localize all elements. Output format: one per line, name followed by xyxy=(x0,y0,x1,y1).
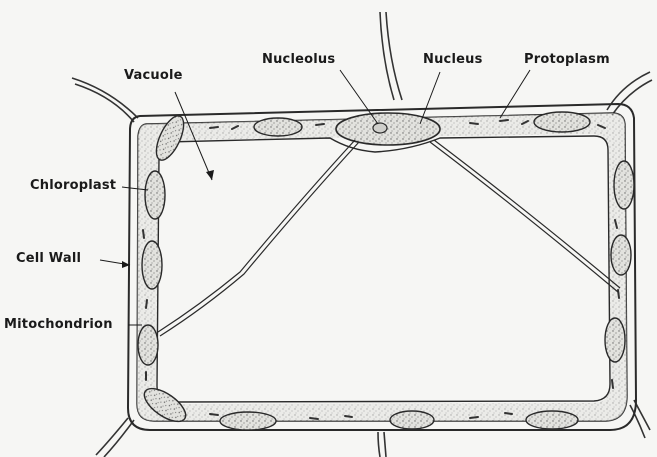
chloroplast xyxy=(220,412,276,430)
protoplasm-leader xyxy=(500,70,530,118)
label-cell-wall: Cell Wall xyxy=(16,251,81,266)
chloroplast xyxy=(614,161,634,209)
nucleus xyxy=(336,113,440,145)
label-vacuole: Vacuole xyxy=(124,68,183,83)
label-protoplasm: Protoplasm xyxy=(524,52,610,67)
chloroplast xyxy=(254,118,302,136)
nucleolus xyxy=(373,123,387,133)
chloroplast xyxy=(534,112,590,132)
label-chloroplast: Chloroplast xyxy=(30,178,116,193)
label-mitochondrion: Mitochondrion xyxy=(4,317,113,332)
chloroplast xyxy=(611,235,631,275)
nucleus-leader xyxy=(420,72,440,124)
chloroplast xyxy=(526,411,578,429)
chloroplast xyxy=(145,171,165,219)
chloroplast xyxy=(142,241,162,289)
chloroplast xyxy=(605,318,625,362)
label-nucleus: Nucleus xyxy=(423,52,483,67)
chloroplast xyxy=(390,411,434,429)
vacuole-membrane xyxy=(157,136,610,402)
chloroplast xyxy=(138,325,158,365)
label-nucleolus: Nucleolus xyxy=(262,52,335,67)
